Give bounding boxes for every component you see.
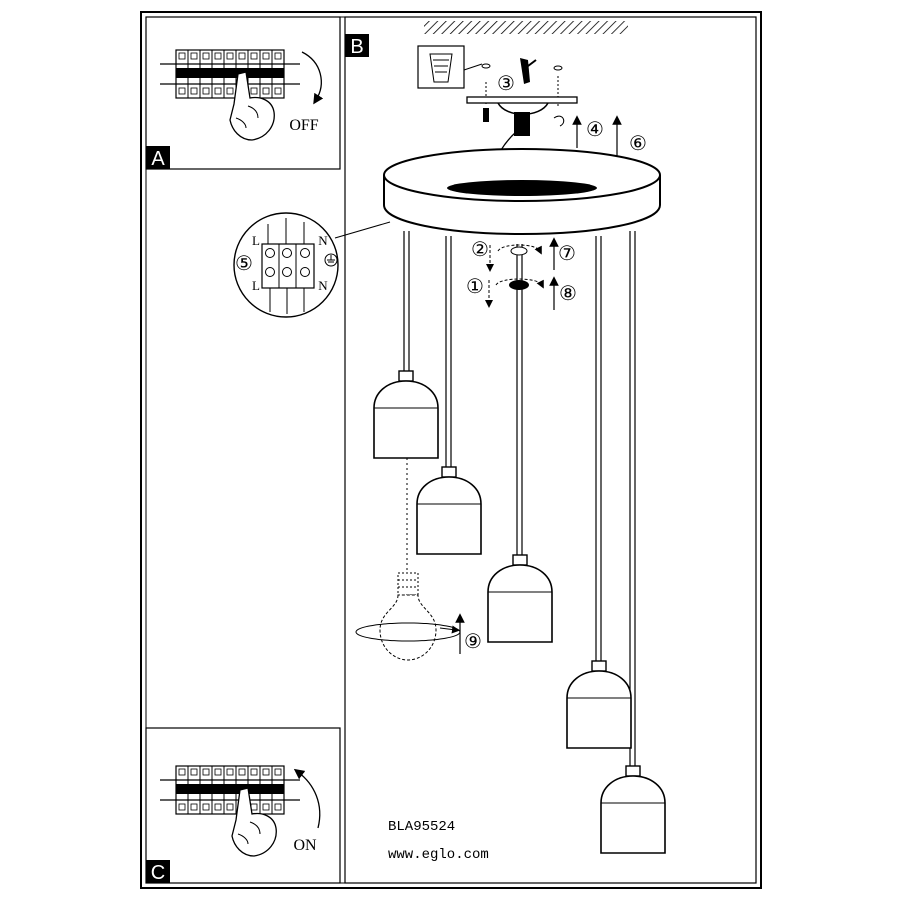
terminal-n-bottom: N — [318, 278, 328, 293]
model-number: BLA95524 — [388, 819, 455, 835]
pendant-shade — [373, 370, 439, 459]
screw-icon — [481, 63, 491, 122]
terminal-l-bottom: L — [252, 278, 260, 293]
panel-a: A OFF — [145, 16, 341, 170]
panel-c-switch-label: ON — [293, 837, 317, 854]
panel-b-label: B — [350, 36, 363, 58]
step-2: ② — [471, 239, 489, 261]
pendant-shade — [416, 466, 482, 555]
step-8: ⑧ — [559, 283, 577, 305]
step-1: ① — [466, 276, 484, 298]
step-6: ⑥ — [629, 133, 647, 155]
step-3: ③ — [497, 73, 515, 95]
step-9: ⑨ — [464, 631, 482, 653]
terminal-block-detail: L N L N — [233, 212, 339, 318]
pendant-shade — [487, 554, 553, 643]
website: www.eglo.com — [388, 847, 489, 863]
panel-c-label: C — [151, 862, 165, 884]
step-4: ④ — [586, 119, 604, 141]
panel-b: B — [344, 16, 757, 884]
pendant-shade — [566, 660, 632, 749]
rotate-arrow-icon — [301, 51, 324, 105]
mounting-bracket — [466, 96, 578, 136]
outer-frame — [140, 11, 762, 889]
ceiling-hatch — [424, 21, 628, 34]
ground-icon — [324, 253, 338, 267]
step-5: ⑤ — [235, 253, 253, 275]
rotate-arrow-icon — [293, 768, 321, 829]
wall-plug-icon — [417, 45, 483, 89]
screw-hole — [553, 65, 563, 71]
light-bulb-icon — [355, 572, 461, 661]
terminal-l-top: L — [252, 233, 260, 248]
panel-a-label: A — [151, 148, 165, 170]
panel-a-switch-label: OFF — [289, 117, 318, 134]
breaker-panel-icon — [159, 765, 301, 815]
terminal-n-top: N — [318, 233, 328, 248]
cord-grip — [495, 244, 544, 290]
pendant-shade — [600, 765, 666, 854]
screwdriver-icon — [520, 58, 537, 84]
pendant-cords — [403, 231, 636, 768]
breaker-panel-icon — [159, 49, 301, 99]
step-7: ⑦ — [558, 243, 576, 265]
panel-c: C ON — [145, 727, 341, 884]
ceiling-canopy — [383, 148, 661, 236]
